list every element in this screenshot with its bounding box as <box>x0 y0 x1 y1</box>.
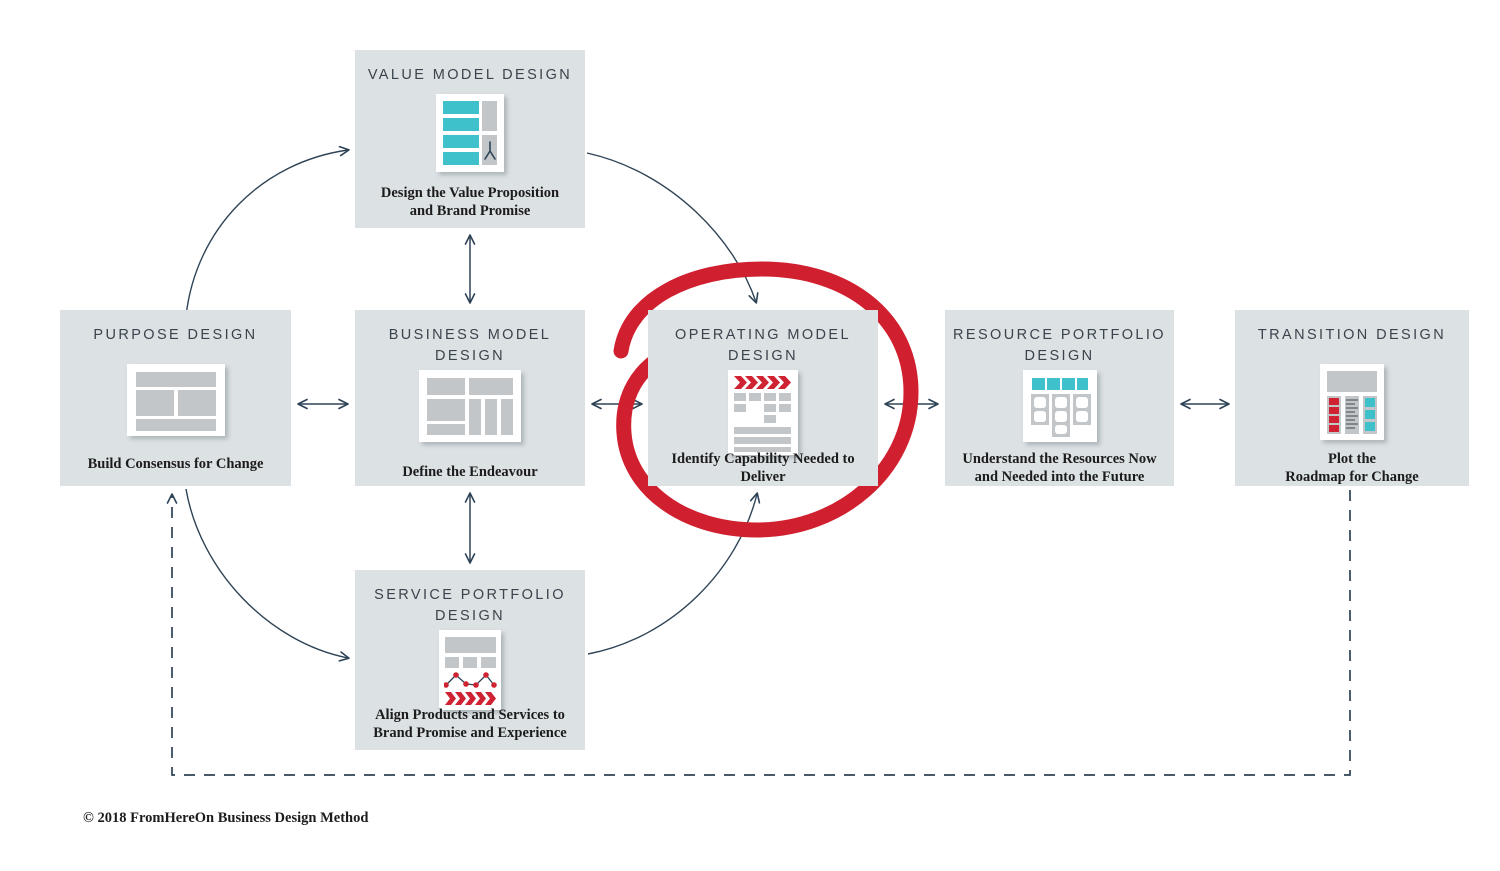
service-line-chart-icon <box>444 672 497 688</box>
business-canvas-icon <box>419 370 521 442</box>
resource-portfolio-icon <box>1022 370 1097 442</box>
node-value-model-design[interactable]: VALUE MODEL DESIGN Design the Value Prop… <box>355 50 585 228</box>
node-title: PURPOSE DESIGN <box>93 327 258 343</box>
node-caption: Identify Capability Needed to Deliver <box>671 451 855 485</box>
node-title: TRANSITION DESIGN <box>1257 327 1447 343</box>
node-service-portfolio-design[interactable]: SERVICE PORTFOLIO DESIGN <box>355 570 585 750</box>
operating-model-icon <box>728 370 798 455</box>
node-caption: Align Products and Services to Brand Pro… <box>373 707 567 741</box>
node-caption: Understand the Resources Now and Needed … <box>962 451 1157 485</box>
node-title: RESOURCE PORTFOLIO DESIGN <box>953 327 1166 364</box>
node-title: VALUE MODEL DESIGN <box>367 67 573 83</box>
node-resource-portfolio-design[interactable]: RESOURCE PORTFOLIO DESIGN Understand the… <box>945 310 1174 486</box>
value-model-icon <box>436 94 504 172</box>
node-title: OPERATING MODEL DESIGN <box>675 327 851 364</box>
red-chevrons-icon <box>734 376 791 389</box>
node-business-model-design[interactable]: BUSINESS MODEL DESIGN Define the Endeavo… <box>355 310 585 486</box>
purpose-layout-icon <box>126 364 225 436</box>
node-caption: Plot the Roadmap for Change <box>1285 451 1419 485</box>
connector-value-to-operating-curve <box>586 152 759 304</box>
connector-service-to-operating-curve <box>587 492 761 655</box>
connector-dashed-feedback-loop <box>166 490 1351 776</box>
red-chevrons-icon <box>445 692 496 705</box>
roadmap-lines-icon <box>1346 399 1358 429</box>
node-title: BUSINESS MODEL DESIGN <box>388 327 552 364</box>
copyright-footer: © 2018 FromHereOn Business Design Method <box>83 810 369 826</box>
node-caption: Define the Endeavour <box>402 464 538 480</box>
node-caption: Design the Value Proposition and Brand P… <box>380 185 560 219</box>
service-portfolio-icon <box>439 630 501 710</box>
node-title: SERVICE PORTFOLIO DESIGN <box>374 587 566 624</box>
connector-purpose-to-value-curve <box>185 145 350 317</box>
node-caption: Build Consensus for Change <box>87 456 264 472</box>
connector-purpose-to-service-curve <box>185 488 350 662</box>
node-purpose-design[interactable]: PURPOSE DESIGN Build Consensus for Chang… <box>60 310 291 486</box>
node-operating-model-design[interactable]: OPERATING MODEL DESIGN <box>648 310 878 486</box>
node-transition-design[interactable]: TRANSITION DESIGN <box>1235 310 1469 486</box>
transition-roadmap-icon <box>1320 364 1384 440</box>
person-glyph-icon <box>484 141 496 160</box>
